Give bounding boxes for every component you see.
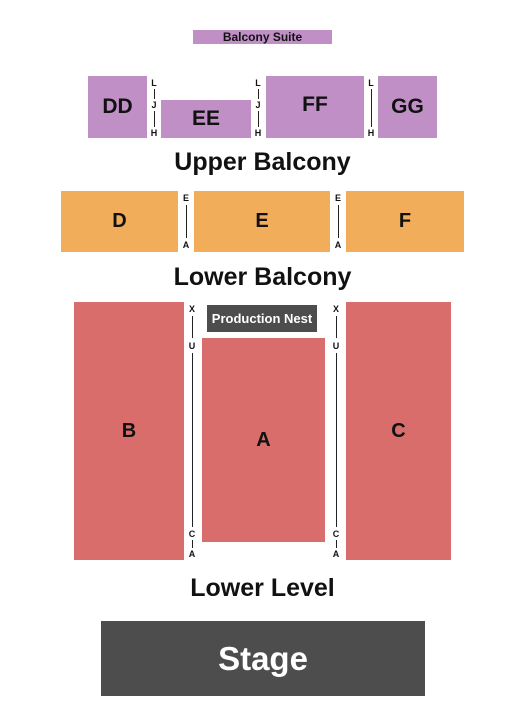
aisle-line xyxy=(154,111,155,127)
lower-level-heading: Lower Level xyxy=(190,574,335,602)
row-label-u: U xyxy=(188,341,196,351)
row-label-l: L xyxy=(255,78,261,88)
section-gg-label: GG xyxy=(391,95,424,118)
section-f[interactable]: F xyxy=(346,191,464,252)
row-label-u: U xyxy=(332,341,340,351)
row-label-a: A xyxy=(182,240,190,250)
row-label-a: A xyxy=(188,549,196,559)
section-e[interactable]: E xyxy=(194,191,330,252)
section-balcony-suite[interactable]: Balcony Suite xyxy=(193,30,332,44)
stage-label: Stage xyxy=(218,639,308,677)
row-label-x: X xyxy=(188,304,195,314)
row-label-a: A xyxy=(332,549,340,559)
row-label-j: J xyxy=(151,100,157,110)
section-ee-label: EE xyxy=(191,107,220,130)
aisle-line xyxy=(336,316,337,338)
production-nest-label: Production Nest xyxy=(211,311,313,326)
aisle-line xyxy=(336,540,337,548)
section-ff-label: FF xyxy=(302,93,328,116)
section-e-label: E xyxy=(255,210,269,232)
section-d[interactable]: D xyxy=(61,191,178,252)
row-label-a: A xyxy=(334,240,342,250)
section-gg[interactable]: GG xyxy=(378,76,437,138)
aisle-line xyxy=(336,353,337,527)
row-label-l: L xyxy=(368,78,374,88)
aisle-line xyxy=(371,89,372,127)
section-ff[interactable]: FF xyxy=(266,76,364,138)
row-label-x: X xyxy=(332,304,339,314)
section-c-label: C xyxy=(391,419,406,442)
row-label-h: H xyxy=(254,128,262,138)
section-ee[interactable]: EE xyxy=(161,100,251,138)
production-nest[interactable]: Production Nest xyxy=(207,305,317,332)
section-b-label: B xyxy=(121,419,137,442)
stage: Stage xyxy=(101,621,425,696)
section-d-label: D xyxy=(112,210,127,232)
section-b[interactable]: B xyxy=(74,302,184,560)
aisle-line xyxy=(186,205,187,238)
row-label-e: E xyxy=(182,193,189,203)
aisle-line xyxy=(258,89,259,99)
aisle-line xyxy=(192,316,193,338)
aisle-line xyxy=(192,540,193,548)
aisle-line xyxy=(192,353,193,527)
row-label-c: C xyxy=(332,529,340,539)
upper-balcony-heading: Upper Balcony xyxy=(174,148,351,176)
aisle-line xyxy=(338,205,339,238)
aisle-line xyxy=(258,111,259,127)
row-label-h: H xyxy=(150,128,158,138)
lower-balcony-heading: Lower Balcony xyxy=(173,263,352,291)
section-f-label: F xyxy=(398,210,412,232)
row-label-h: H xyxy=(367,128,375,138)
section-a[interactable]: A xyxy=(202,338,325,542)
section-a-label: A xyxy=(256,428,271,451)
row-label-j: J xyxy=(255,100,261,110)
section-c[interactable]: C xyxy=(346,302,451,560)
row-label-e: E xyxy=(334,193,341,203)
balcony-suite-label: Balcony Suite xyxy=(222,30,303,44)
section-dd[interactable]: DD xyxy=(88,76,147,138)
row-label-c: C xyxy=(188,529,196,539)
row-label-l: L xyxy=(151,78,157,88)
section-dd-label: DD xyxy=(102,95,133,118)
aisle-line xyxy=(154,89,155,99)
